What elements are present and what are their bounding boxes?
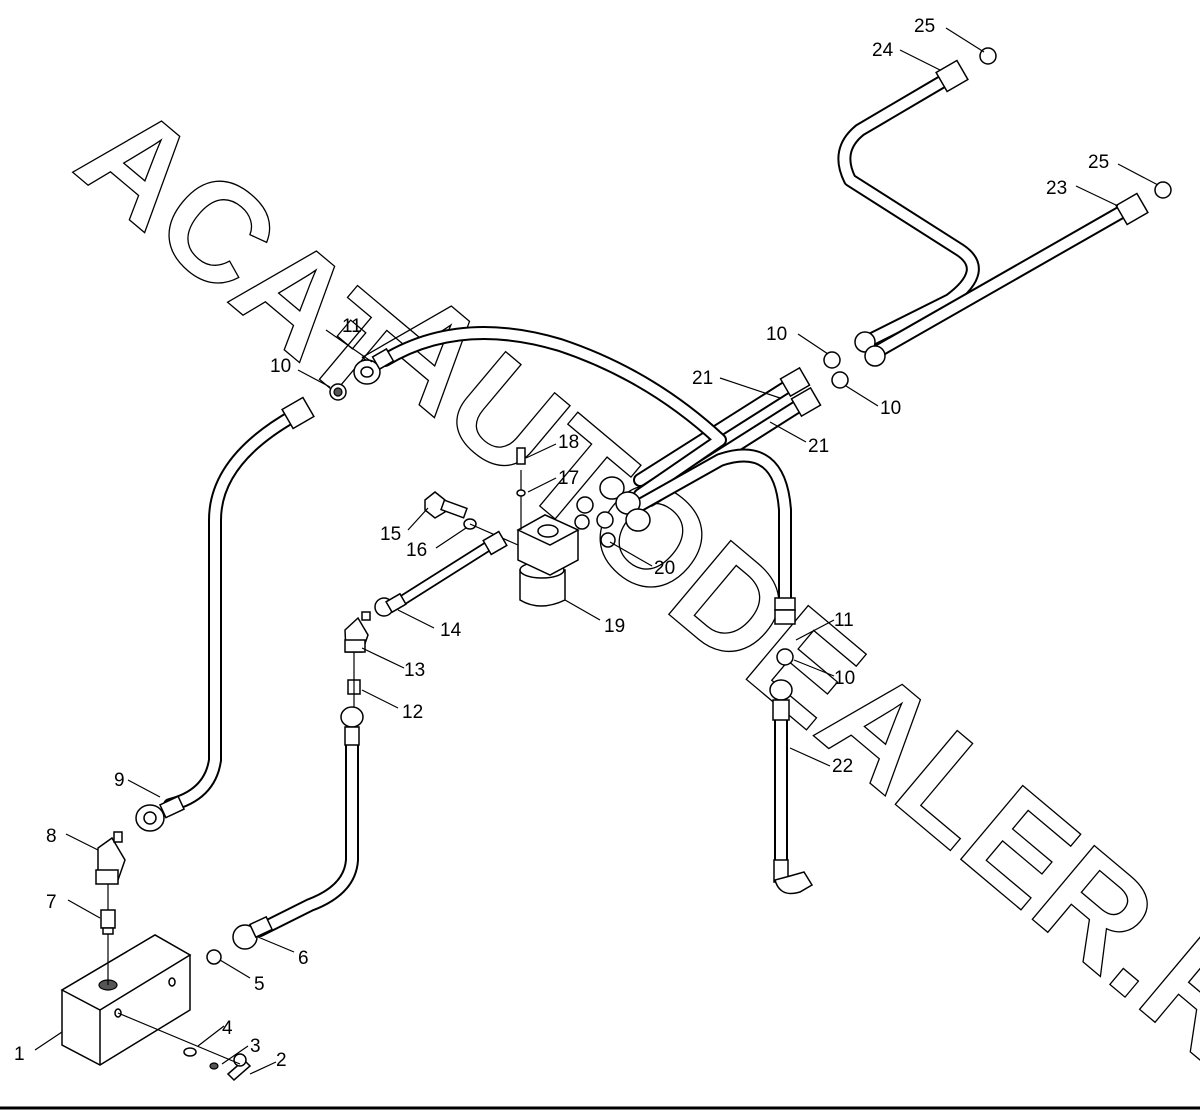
bolt-2 — [183, 1047, 252, 1082]
callout-15: 15 — [380, 524, 401, 545]
watermark-line2: .AUTODEALER.RU — [311, 233, 1200, 1110]
callout-25-top: 25 — [914, 16, 935, 37]
callout-leaders — [34, 27, 1159, 1075]
callout-10-left: 10 — [270, 356, 291, 377]
hose-22-bottom — [773, 859, 814, 895]
callout-11-right: 11 — [834, 610, 854, 631]
callout-10-right: 10 — [880, 398, 901, 419]
callout-8: 8 — [46, 826, 57, 847]
callout-6: 6 — [298, 948, 309, 969]
callout-10-lower-right: 10 — [834, 668, 855, 689]
callout-13: 13 — [404, 660, 425, 681]
callout-25-right: 25 — [1088, 152, 1109, 173]
callout-4: 4 — [222, 1018, 233, 1039]
fitting-7 — [100, 880, 116, 985]
valve-block — [60, 934, 192, 1066]
callouts: 1 2 3 4 5 6 7 8 9 10 10 10 10 11 11 12 1… — [14, 16, 1109, 1071]
callout-24: 24 — [872, 40, 894, 61]
callout-16: 16 — [406, 540, 427, 561]
fitting-12 — [347, 652, 361, 712]
hose-9-top — [281, 383, 347, 430]
pump-fittings — [574, 476, 651, 548]
callout-19: 19 — [604, 616, 625, 637]
callout-1: 1 — [14, 1044, 25, 1065]
nut-11-right — [774, 597, 796, 666]
callout-3: 3 — [250, 1036, 261, 1057]
hose-9-end — [135, 795, 186, 832]
callout-21-lower: 21 — [808, 436, 829, 457]
callout-5: 5 — [254, 974, 265, 995]
elbow-8 — [95, 831, 126, 885]
hose-14-ends — [374, 530, 508, 617]
callout-12: 12 — [402, 702, 423, 723]
callout-23: 23 — [1046, 178, 1067, 199]
callout-2: 2 — [276, 1050, 287, 1071]
hoses — [163, 73, 1132, 937]
callout-17: 17 — [558, 468, 579, 489]
hose-6-bottom — [206, 915, 274, 965]
hose-24-top — [935, 47, 997, 93]
nut-11-top — [353, 347, 395, 385]
nuts-23-24-low — [854, 331, 886, 367]
hose-22-top — [769, 679, 793, 721]
callout-20: 20 — [654, 558, 675, 579]
hose-23-top — [1115, 181, 1172, 226]
fittings — [60, 47, 1172, 1082]
elbow-13 — [344, 611, 371, 653]
callout-11-top: 11 — [342, 316, 362, 337]
bolt-15 — [424, 491, 519, 546]
callout-14: 14 — [440, 620, 462, 641]
callout-9: 9 — [114, 770, 125, 791]
nuts-21-ends — [779, 351, 849, 418]
callout-22: 22 — [832, 756, 853, 777]
watermark: ACAT .AUTODEALER.RU — [50, 72, 1200, 1110]
callout-10-upper-right: 10 — [766, 324, 787, 345]
callout-21-upper: 21 — [692, 368, 713, 389]
hose-6-top — [340, 706, 364, 746]
filter-19 — [516, 447, 580, 607]
callout-18: 18 — [558, 432, 579, 453]
callout-7: 7 — [46, 892, 57, 913]
